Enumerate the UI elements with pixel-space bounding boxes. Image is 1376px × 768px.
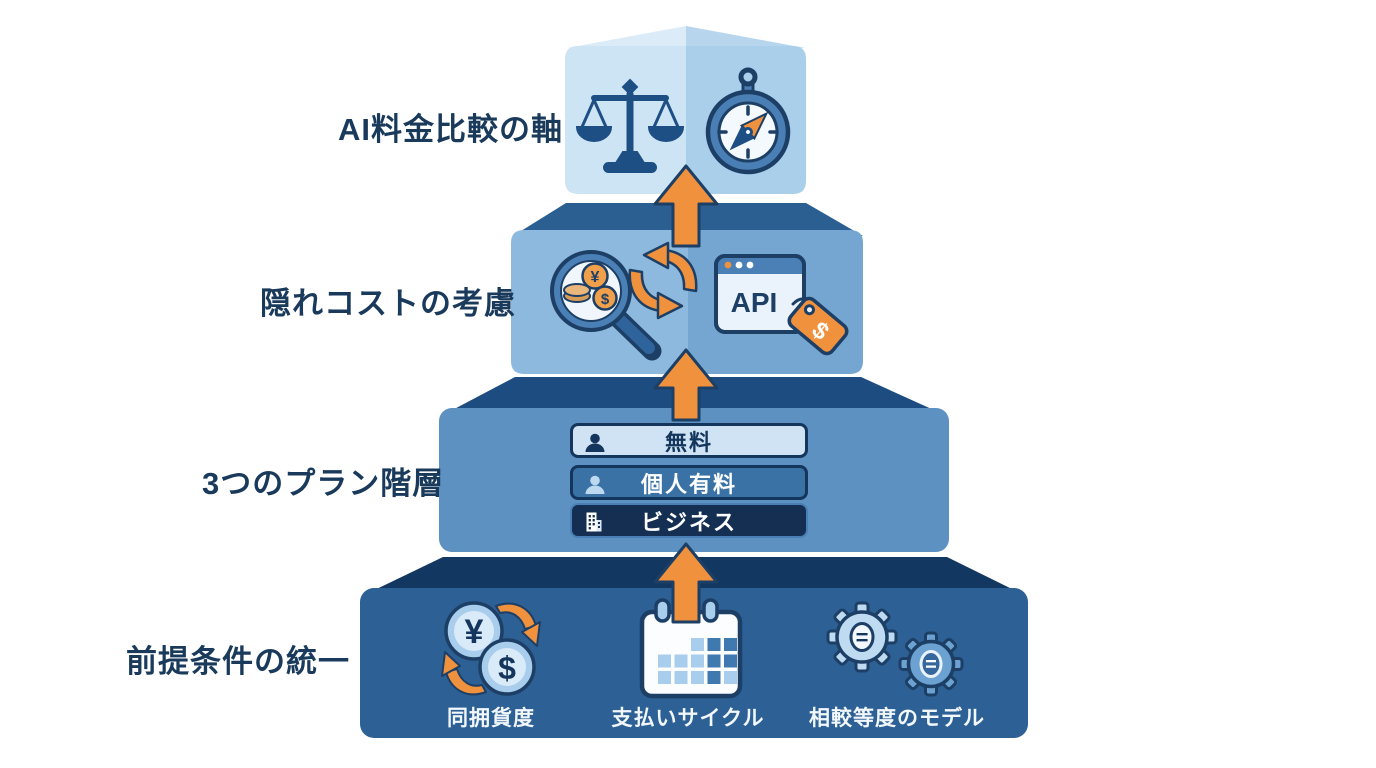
dollar-coin-glyph: $ [498, 650, 516, 686]
calendar-icon [639, 598, 743, 699]
level4-box: ¥ $ [360, 588, 1028, 738]
cycle-arrows-icon [628, 241, 698, 320]
up-arrow-icon [653, 164, 719, 248]
level2-box: ¥ $ API [511, 230, 863, 374]
tier-label-business: ビジネス [640, 509, 737, 535]
item-label-model-equivalence: 相較等度のモデル [809, 707, 985, 730]
person-icon [585, 433, 605, 452]
up-arrows [653, 164, 719, 624]
api-label: API [731, 287, 778, 318]
item-label-currency: 同拥貨度 [447, 707, 535, 730]
api-price-tag-icon: API $ [714, 254, 849, 356]
level2-label: 隠れコストの考慮 [260, 286, 516, 321]
tier-label-personal: 個人有料 [640, 471, 737, 497]
currency-exchange-icon: ¥ $ [441, 601, 541, 696]
level4-label: 前提条件の統一 [126, 644, 350, 679]
gears-icon: = = [826, 601, 964, 697]
up-arrow-icon [653, 348, 719, 422]
dollar-glyph: $ [601, 291, 610, 308]
tier-bar-business: ビジネス [570, 503, 808, 538]
equals-glyph: = [925, 654, 937, 676]
equals-glyph: = [856, 625, 869, 650]
balance-scale-icon [575, 78, 685, 173]
tier-label-free: 無料 [664, 429, 713, 455]
yen-glyph: ¥ [591, 269, 600, 286]
yen-coin-glyph: ¥ [465, 613, 484, 651]
person-icon [585, 475, 605, 494]
magnifier-coins-icon: ¥ $ [550, 250, 662, 361]
level1-box [565, 26, 806, 194]
up-arrow-icon [653, 542, 719, 624]
item-label-billing-cycle: 支払いサイクル [611, 707, 765, 730]
level1-label: AI料金比較の軸 [338, 112, 563, 147]
tier-bar-free: 無料 [570, 423, 808, 458]
tier-bar-personal: 個人有料 [570, 465, 808, 500]
level3-label: 3つのプラン階層 [202, 466, 445, 501]
compass-icon [705, 67, 791, 175]
building-icon [586, 512, 602, 532]
